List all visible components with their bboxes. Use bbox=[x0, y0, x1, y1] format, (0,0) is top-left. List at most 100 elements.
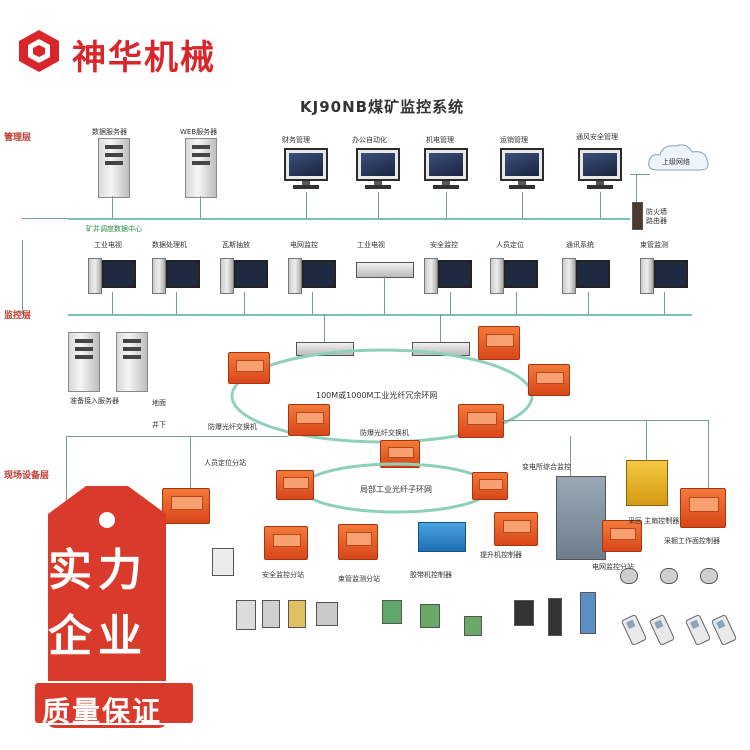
sensor-icon bbox=[420, 604, 440, 628]
connector bbox=[600, 192, 601, 218]
connector bbox=[516, 292, 517, 314]
connector bbox=[378, 192, 379, 218]
connector bbox=[708, 420, 709, 490]
field-label-personnel: 人员定位分站 bbox=[204, 459, 246, 467]
brand-logo-icon bbox=[16, 28, 62, 74]
station-label-3: 电网监控 bbox=[290, 241, 318, 249]
field-label-hoist: 提升机控制器 bbox=[480, 551, 522, 559]
sensor-icon bbox=[548, 598, 562, 636]
station-label-2: 瓦斯抽放 bbox=[222, 241, 250, 249]
network-center-label: 矿井调度数据中心 bbox=[86, 225, 142, 233]
monitor-label-office: 办公自动化 bbox=[352, 136, 387, 144]
sensor-icon bbox=[288, 600, 306, 628]
station-label-4: 工业电视 bbox=[357, 241, 385, 249]
pc-tower-icon bbox=[640, 258, 654, 294]
connector bbox=[66, 436, 288, 437]
finance-monitor-icon bbox=[284, 148, 328, 192]
connector bbox=[22, 218, 68, 219]
sensor-icon bbox=[514, 600, 534, 626]
connector bbox=[176, 292, 177, 314]
ring-switch-label: 防爆光纤交换机 bbox=[360, 429, 409, 437]
sensor-icon bbox=[464, 616, 482, 636]
sensor-icon bbox=[316, 602, 338, 626]
subring-node-icon bbox=[472, 472, 508, 500]
data-server-icon bbox=[98, 138, 130, 198]
pc-tower-icon bbox=[88, 258, 102, 294]
ring-node-icon bbox=[458, 404, 504, 438]
cloud-label: 上级网络 bbox=[662, 158, 690, 166]
quality-badge bbox=[14, 484, 200, 734]
sensor-icon bbox=[212, 548, 234, 576]
badge-line-3: 质量保证 bbox=[42, 695, 163, 728]
diagram-title: KJ90NB煤矿监控系统 bbox=[300, 98, 465, 116]
station-label-1: 数据处理机 bbox=[152, 241, 187, 249]
belt-controller-icon bbox=[418, 522, 466, 552]
ring-node-icon bbox=[478, 326, 520, 360]
connector bbox=[646, 420, 647, 462]
main-ring-label: 100M或1000M工业光纤冗余环网 bbox=[316, 391, 438, 400]
connector bbox=[384, 276, 385, 314]
station-label-8: 束管监测 bbox=[640, 241, 668, 249]
field-label-tube: 束管监测分站 bbox=[338, 575, 380, 583]
pc-tower-icon bbox=[424, 258, 438, 294]
field-label-face: 采掘工作面控制器 bbox=[664, 537, 720, 545]
cabinet-icon bbox=[556, 476, 606, 560]
connector bbox=[440, 314, 441, 342]
server-label-web: WEB服务器 bbox=[180, 128, 218, 136]
pc-screen-icon bbox=[166, 260, 200, 288]
connector bbox=[450, 292, 451, 314]
brand-name: 神华机械 bbox=[72, 38, 216, 78]
monitor-label-sales: 运销管理 bbox=[500, 136, 528, 144]
connector bbox=[22, 240, 23, 314]
web-server-icon bbox=[185, 138, 217, 198]
ring-node-icon bbox=[228, 352, 270, 384]
ring-node-icon bbox=[528, 364, 570, 396]
pc-screen-icon bbox=[234, 260, 268, 288]
explosion-proof-switch-label: 防爆光纤交换机 bbox=[208, 423, 257, 431]
layer-label-monitoring: 监控层 bbox=[4, 311, 32, 321]
monitor-label-mechanical: 机电管理 bbox=[426, 136, 454, 144]
sub-ring-label: 局部工业光纤子环网 bbox=[360, 485, 432, 494]
field-label-belt-controller: 胶带机控制器 bbox=[410, 571, 452, 579]
ventilation-monitor-icon bbox=[578, 148, 622, 192]
sales-monitor-icon bbox=[500, 148, 544, 192]
connector bbox=[200, 196, 201, 218]
pc-screen-icon bbox=[504, 260, 538, 288]
field-label-grid: 电网监控分站 bbox=[592, 563, 634, 571]
phone-icon bbox=[648, 613, 676, 647]
backup-servers-label: 准备接入服务器 bbox=[70, 397, 119, 405]
connector bbox=[306, 192, 307, 218]
face-controller-icon bbox=[680, 488, 726, 528]
phone-icon bbox=[620, 613, 648, 647]
phone-icon bbox=[710, 613, 738, 647]
mechanical-monitor-icon bbox=[424, 148, 468, 192]
firewall-icon bbox=[632, 202, 643, 230]
connector bbox=[570, 436, 571, 476]
surface-label: 地面 bbox=[152, 399, 166, 407]
connector bbox=[244, 292, 245, 314]
pc-tower-icon bbox=[152, 258, 166, 294]
pc-screen-icon bbox=[654, 260, 688, 288]
network-switch-icon bbox=[356, 262, 414, 278]
connector bbox=[522, 192, 523, 218]
monitor-label-finance: 财务管理 bbox=[282, 136, 310, 144]
connector bbox=[630, 174, 650, 175]
sensor-icon bbox=[236, 600, 256, 630]
station-label-6: 人员定位 bbox=[496, 241, 524, 249]
field-label-safety: 安全监控分站 bbox=[262, 571, 304, 579]
connector bbox=[446, 192, 447, 218]
pc-tower-icon bbox=[220, 258, 234, 294]
phone-icon bbox=[684, 613, 712, 647]
pc-screen-icon bbox=[302, 260, 336, 288]
pc-screen-icon bbox=[438, 260, 472, 288]
safety-station-icon bbox=[264, 526, 308, 560]
backup-server-icon bbox=[68, 332, 100, 392]
office-monitor-icon bbox=[356, 148, 400, 192]
sensor-icon bbox=[580, 592, 596, 634]
monitor-label-ventilation: 通风安全管理 bbox=[576, 133, 618, 141]
field-label-substation: 变电所综合监控 bbox=[522, 463, 571, 471]
personnel-station-icon bbox=[162, 488, 210, 524]
grid-station-icon bbox=[602, 520, 642, 552]
pc-tower-icon bbox=[562, 258, 576, 294]
pc-screen-icon bbox=[576, 260, 610, 288]
